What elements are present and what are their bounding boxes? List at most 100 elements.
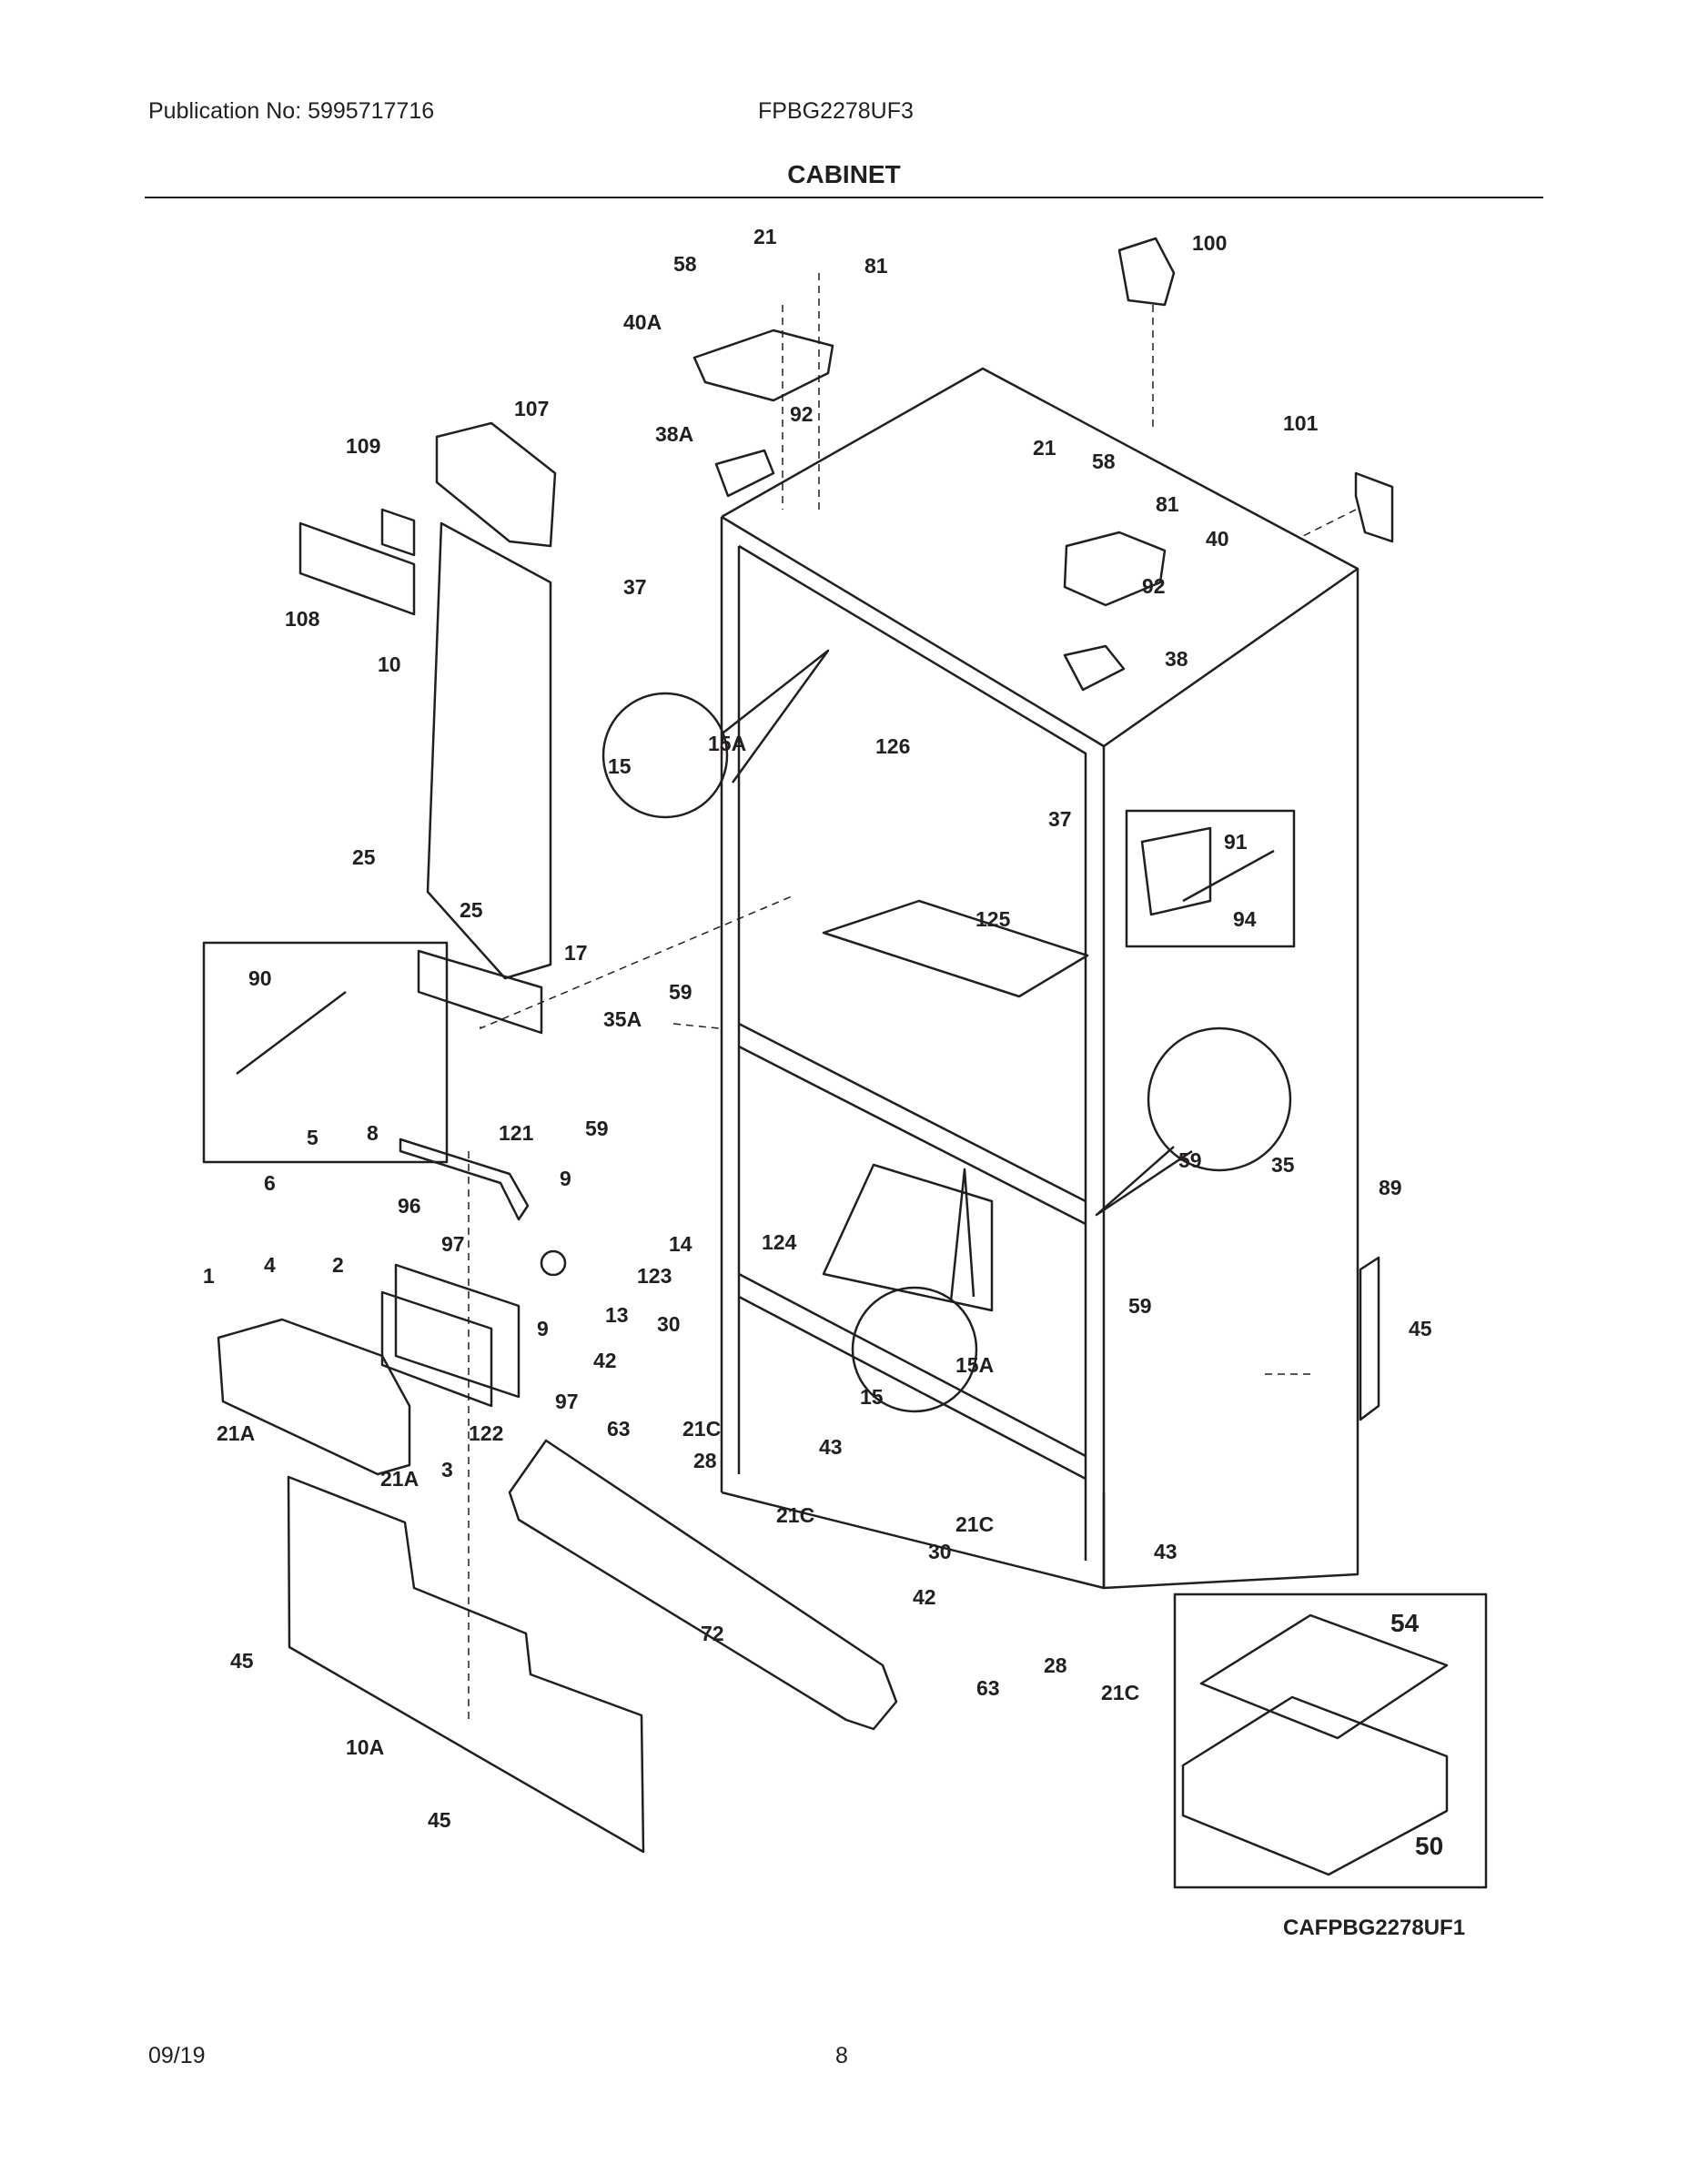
hinge-38 — [1063, 644, 1126, 692]
callout-label: 40A — [623, 310, 662, 334]
callout-label: 97 — [555, 1390, 579, 1413]
callout-label: 28 — [693, 1449, 717, 1472]
callout-label: 45 — [230, 1649, 254, 1673]
callout-label: 94 — [1233, 907, 1257, 931]
callout-label: 63 — [607, 1417, 631, 1441]
callout-label: 125 — [975, 907, 1011, 931]
callout-label: 15A — [708, 732, 746, 755]
callout-label: 1 — [203, 1264, 215, 1288]
callout-label: 122 — [469, 1421, 503, 1445]
tray-17 — [417, 949, 543, 1035]
callout-label: 109 — [346, 434, 380, 458]
callout-label: 72 — [701, 1622, 724, 1645]
callout-label: 63 — [976, 1676, 1000, 1700]
filter-cover-108 — [298, 521, 416, 616]
ice-bin-50 — [1181, 1695, 1449, 1876]
kick-plate-10a — [287, 1475, 645, 1854]
cover-101 — [1354, 471, 1394, 543]
callout-label: 30 — [928, 1540, 952, 1563]
footer-date: 09/19 — [148, 2043, 206, 2068]
evaporator-1 — [217, 1318, 411, 1476]
callout-label: 124 — [762, 1230, 797, 1254]
callout-label: 38 — [1165, 647, 1188, 671]
publication-number: Publication No: 5995717716 — [148, 98, 435, 124]
callout-label: 108 — [285, 607, 320, 631]
control-91 — [1140, 826, 1212, 916]
callout-label: 107 — [514, 397, 549, 420]
callout-label: 6 — [264, 1171, 276, 1195]
callout-label: 10 — [378, 652, 401, 676]
inset-box-90 — [202, 941, 449, 1164]
duct-107 — [435, 421, 557, 548]
cover-122 — [380, 1290, 493, 1408]
callout-label: 54 — [1390, 1609, 1420, 1637]
hinge-40a — [692, 329, 834, 402]
callout-label: 17 — [564, 941, 588, 965]
callout-label: 21 — [1033, 436, 1056, 460]
callout-label: 43 — [819, 1435, 843, 1459]
callout-label: 42 — [913, 1585, 936, 1609]
callout-label: 40 — [1206, 527, 1229, 551]
section-title: CABINET — [787, 160, 901, 188]
callout-label: 96 — [398, 1194, 421, 1218]
trim-72 — [508, 1439, 898, 1731]
callout-label: 15 — [860, 1385, 884, 1409]
callout-label: 59 — [1178, 1148, 1202, 1172]
callout-label: 2 — [332, 1253, 344, 1277]
callout-label: 59 — [585, 1117, 609, 1140]
callout-label: 37 — [623, 575, 647, 599]
callout-label: 9 — [560, 1167, 571, 1190]
callout-label: 81 — [864, 254, 888, 278]
callout-label: 59 — [669, 980, 692, 1004]
callout-label: 45 — [1409, 1317, 1432, 1340]
callout-label: 50 — [1415, 1832, 1443, 1860]
callout-label: 91 — [1224, 830, 1248, 854]
callout-label: 21C — [955, 1512, 994, 1536]
callout-label: 15A — [955, 1353, 994, 1377]
callout-label: 21 — [753, 225, 777, 248]
inset-box-91 — [1125, 809, 1296, 948]
callout-label: 43 — [1154, 1540, 1178, 1563]
callout-label: 58 — [1092, 450, 1116, 473]
cover-100 — [1117, 237, 1176, 307]
callout-label: 126 — [875, 734, 910, 758]
hinge-38a — [714, 449, 775, 498]
detail-circle-right — [1147, 1026, 1292, 1172]
callout-label: 8 — [367, 1121, 379, 1145]
page-number: 8 — [835, 2043, 848, 2068]
shelf-125 — [822, 899, 1089, 998]
callout-label: 28 — [1044, 1653, 1067, 1677]
hinge-40 — [1063, 531, 1167, 607]
callout-label: 123 — [637, 1264, 672, 1288]
ice-bin-54 — [1199, 1613, 1449, 1740]
callout-label: 21C — [776, 1503, 814, 1527]
header-rule — [145, 197, 1543, 198]
callout-label: 101 — [1283, 411, 1319, 435]
callout-label: 5 — [307, 1126, 318, 1149]
fan-motor-13 — [540, 1249, 567, 1277]
callout-label: 97 — [441, 1232, 465, 1256]
callout-label: 92 — [790, 402, 814, 426]
callout-label: 35A — [603, 1007, 642, 1031]
callout-label: 10A — [346, 1735, 384, 1759]
callout-label: 14 — [669, 1232, 692, 1256]
drawing-code: CAFPBG2278UF1 — [1283, 1916, 1465, 1940]
callout-label: 89 — [1379, 1176, 1402, 1199]
callout-label: 21C — [682, 1417, 721, 1441]
callout-label: 15 — [608, 754, 632, 778]
detail-circle-upper — [601, 692, 729, 819]
callout-label: 59 — [1128, 1294, 1152, 1318]
panel-89 — [1359, 1256, 1380, 1421]
callout-label: 90 — [248, 966, 272, 990]
panel-124 — [822, 1163, 994, 1312]
cabinet-shell — [720, 367, 1359, 1590]
callout-label: 21A — [217, 1421, 255, 1445]
callout-label: 25 — [352, 845, 376, 869]
model-number: FPBG2278UF3 — [758, 98, 914, 124]
bracket-121 — [399, 1138, 530, 1221]
air-duct-10 — [426, 521, 552, 980]
thermistor-90 — [236, 991, 347, 1075]
callout-label: 21A — [380, 1467, 419, 1491]
callout-label: 42 — [593, 1349, 617, 1372]
